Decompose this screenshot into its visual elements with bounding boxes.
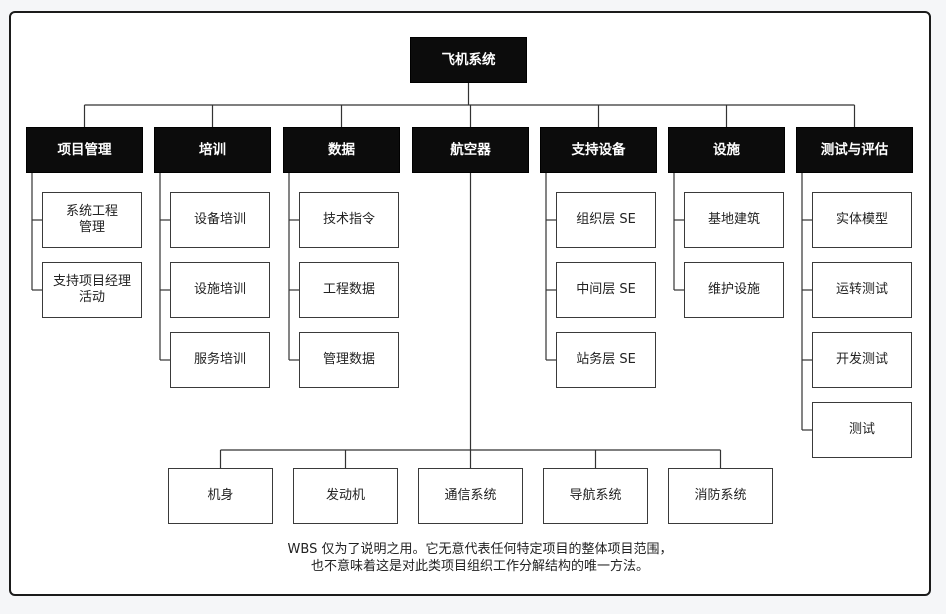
item-mockups: 实体模型 — [812, 192, 912, 248]
item-pm-support-activities: 支持项目经理 活动 — [42, 262, 142, 318]
item-intermediate-se: 中间层 SE — [556, 262, 656, 318]
air-vehicle-navigation: 导航系统 — [543, 468, 648, 524]
item-equipment-training: 设备培训 — [170, 192, 270, 248]
item-technical-orders: 技术指令 — [299, 192, 399, 248]
item-organizational-se: 组织层 SE — [556, 192, 656, 248]
category-support-equipment: 支持设备 — [540, 127, 657, 173]
item-depot-se: 站务层 SE — [556, 332, 656, 388]
air-vehicle-communications: 通信系统 — [418, 468, 523, 524]
disclaimer-line-1: WBS 仅为了说明之用。它无意代表任何特定项目的整体项目范围， — [287, 542, 673, 557]
air-vehicle-airframe: 机身 — [168, 468, 273, 524]
category-project-management: 项目管理 — [26, 127, 143, 173]
item-test: 测试 — [812, 402, 912, 458]
category-test-evaluation: 测试与评估 — [796, 127, 913, 173]
item-management-data: 管理数据 — [299, 332, 399, 388]
item-engineering-data: 工程数据 — [299, 262, 399, 318]
item-base-buildings: 基地建筑 — [684, 192, 784, 248]
air-vehicle-engine: 发动机 — [293, 468, 398, 524]
item-maintenance-facilities: 维护设施 — [684, 262, 784, 318]
category-facilities: 设施 — [668, 127, 785, 173]
category-data: 数据 — [283, 127, 400, 173]
root-node-aircraft-system: 飞机系统 — [410, 37, 527, 83]
item-services-training: 服务培训 — [170, 332, 270, 388]
item-developmental-test: 开发测试 — [812, 332, 912, 388]
item-systems-engineering-management: 系统工程 管理 — [42, 192, 142, 248]
disclaimer-note: WBS 仅为了说明之用。它无意代表任何特定项目的整体项目范围， 也不意味着这是对… — [200, 541, 760, 575]
item-operational-test: 运转测试 — [812, 262, 912, 318]
disclaimer-line-2: 也不意味着这是对此类项目组织工作分解结构的唯一方法。 — [310, 559, 649, 574]
air-vehicle-fire-control: 消防系统 — [668, 468, 773, 524]
category-training: 培训 — [154, 127, 271, 173]
item-facilities-training: 设施培训 — [170, 262, 270, 318]
category-air-vehicle: 航空器 — [412, 127, 529, 173]
